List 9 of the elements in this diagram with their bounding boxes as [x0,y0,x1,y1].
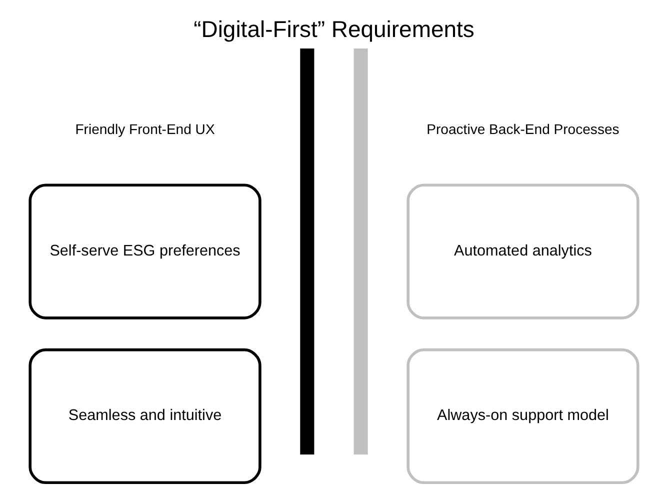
node-bar [354,48,368,455]
node-box: Seamless and intuitive [28,348,262,484]
node-box: Automated analytics [406,184,640,320]
label: Proactive Back-End Processes [426,120,620,137]
label: Friendly Front-End UX [75,120,215,137]
diagram-title: “Digital-First” Requirements [194,16,474,42]
node-box: Self-serve ESG preferences [28,184,262,320]
node-box: Always-on support model [406,348,640,484]
node-bar [300,48,314,455]
